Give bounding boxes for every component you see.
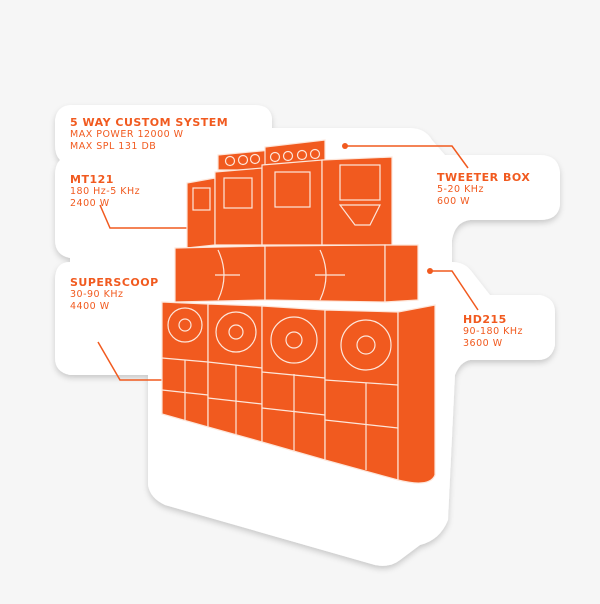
mt121-cabinets (186, 156, 393, 249)
label-hd215: HD215 90-180 KHz 3600 W (463, 313, 524, 350)
hd215-cabinets (161, 301, 436, 484)
label-mt121: MT121 180 Hz-5 KHz 2400 W (70, 173, 141, 210)
label-system: 5 WAY CUSTOM SYSTEM MAX POWER 12000 W MA… (70, 116, 229, 153)
superscoop-cabinets (174, 244, 419, 303)
label-superscoop: SUPERSCOOP 30-90 KHz 4400 W (70, 276, 159, 313)
label-tweeter-box: TWEETER BOX 5-20 KHz 600 W (437, 171, 531, 208)
